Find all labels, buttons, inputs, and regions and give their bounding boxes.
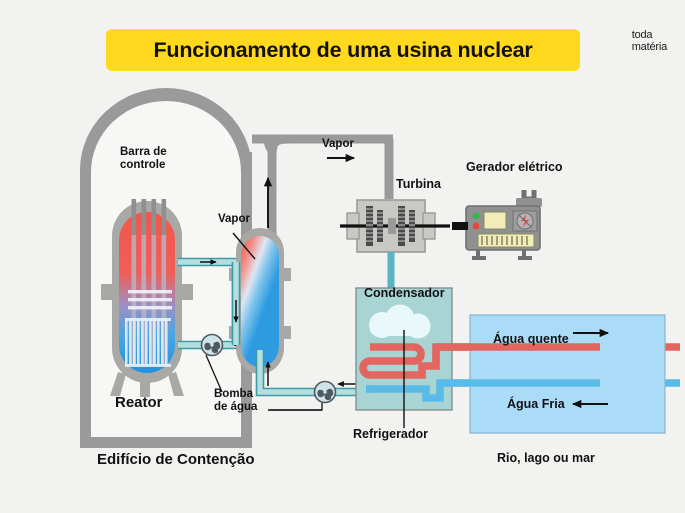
fuel-rod-bundle	[125, 318, 171, 367]
cloud-icon	[369, 304, 431, 339]
label-hot-water: Água quente	[493, 332, 569, 346]
label-electric-generator: Gerador elétrico	[466, 160, 563, 174]
label-water-body: Rio, lago ou mar	[497, 451, 595, 465]
title-banner: Funcionamento de uma usina nuclear	[106, 29, 580, 71]
feedwater-line	[255, 350, 318, 397]
pump-leader-line-2	[270, 403, 323, 411]
water-flow-arrows	[571, 328, 610, 409]
label-cold-water: Água Fria	[507, 397, 565, 411]
label-turbine: Turbina	[396, 177, 441, 191]
water-body-pipes-overlay	[436, 343, 600, 387]
core-grid-plates	[128, 290, 172, 310]
label-condenser: Condensador	[364, 286, 445, 300]
electric-generator	[452, 190, 542, 260]
water-pump-secondary[interactable]	[313, 380, 337, 404]
leader-vapor-inner	[232, 232, 256, 260]
brand-logo-line2: matéria	[631, 40, 667, 53]
label-vapor-outer: Vapor	[322, 138, 354, 150]
pump-leader-line-1	[205, 354, 223, 393]
vapor-arrows	[263, 153, 356, 228]
water-body	[469, 314, 666, 434]
label-control-rod: Barra de controle	[120, 146, 167, 171]
brand-logo: toda matéria	[631, 29, 667, 53]
page-title: Funcionamento de uma usina nuclear	[153, 38, 533, 62]
label-containment-building: Edifício de Contenção	[97, 451, 255, 468]
label-refrigerator: Refrigerador	[353, 427, 429, 441]
turbine	[340, 199, 450, 253]
label-vapor-inner: Vapor	[218, 213, 250, 225]
steam-line-wall-crossing	[252, 134, 393, 240]
brand-logo-line1: toda	[631, 29, 653, 41]
water-pump-primary[interactable]	[200, 333, 224, 357]
leader-lines	[232, 232, 405, 428]
label-water-pump: Bomba de água	[214, 388, 258, 413]
label-reactor: Reator	[115, 394, 163, 411]
